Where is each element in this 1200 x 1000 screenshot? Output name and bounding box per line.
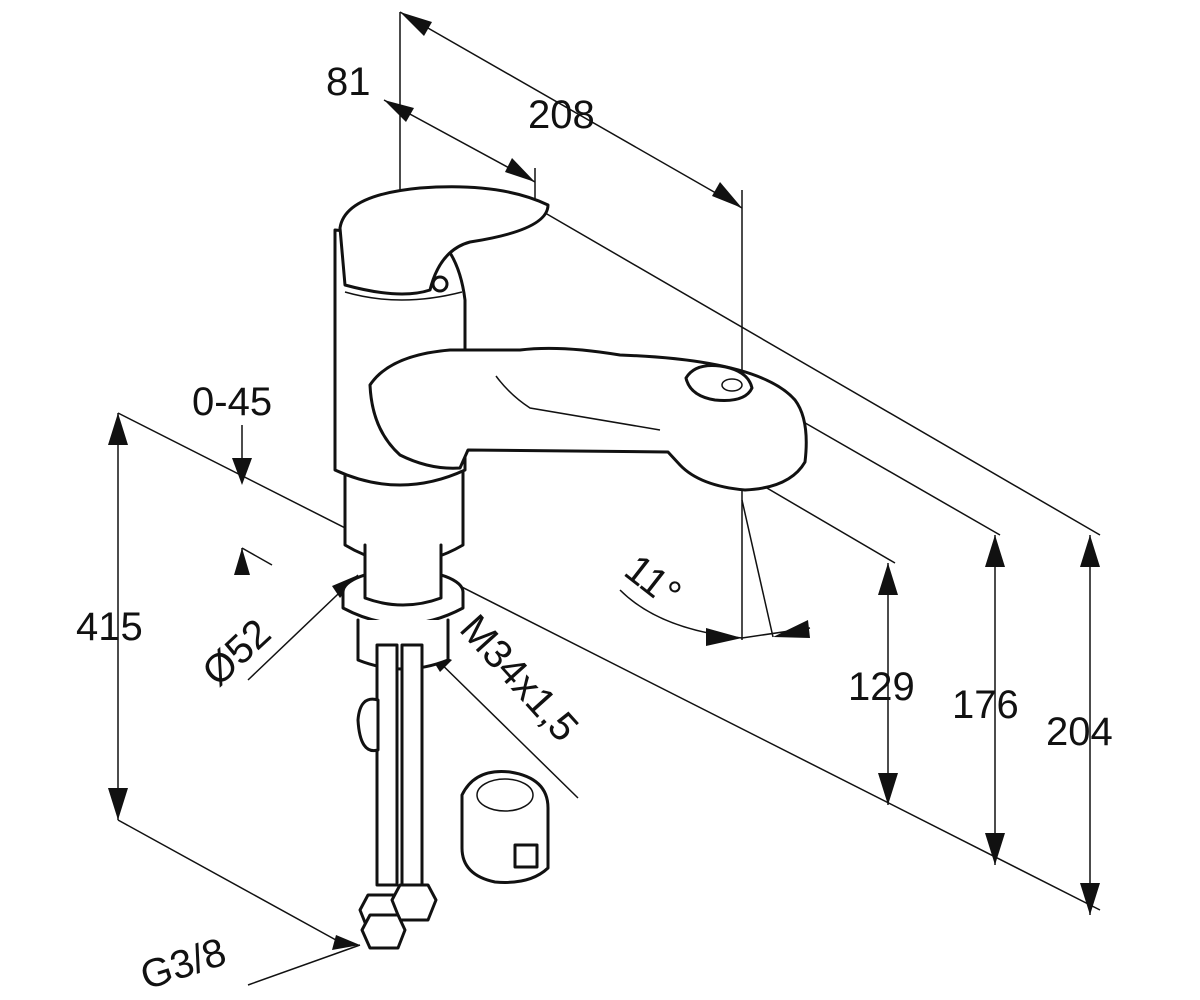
dimension-labels: 208 81 0-45 415 Ø52 M34x1,5 129 176 204 … bbox=[76, 60, 1113, 999]
faucet-illustration bbox=[333, 185, 808, 950]
dimension-lines bbox=[117, 11, 1101, 986]
label-81: 81 bbox=[326, 60, 371, 104]
label-129: 129 bbox=[848, 665, 915, 709]
label-angle-11: 11° bbox=[616, 546, 688, 616]
label-204: 204 bbox=[1046, 710, 1113, 754]
label-0-45: 0-45 bbox=[192, 380, 272, 424]
label-thread-m34: M34x1,5 bbox=[451, 607, 586, 750]
label-208: 208 bbox=[528, 93, 595, 137]
label-176: 176 bbox=[952, 683, 1019, 727]
label-g3-8: G3/8 bbox=[135, 930, 231, 999]
label-415: 415 bbox=[76, 605, 143, 649]
arrowheads bbox=[108, 12, 1100, 950]
label-diameter-52: Ø52 bbox=[194, 611, 279, 695]
